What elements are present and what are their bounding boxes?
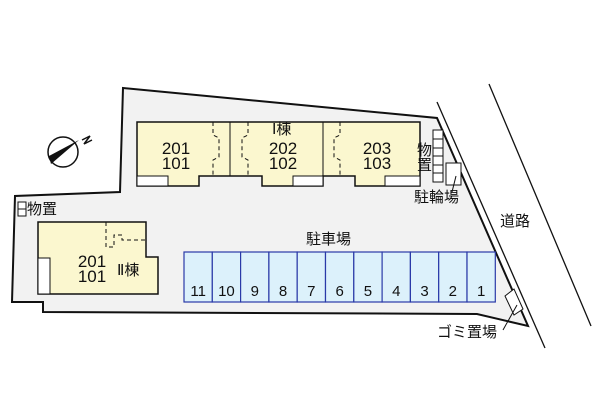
- parking-stall-number: 4: [392, 283, 400, 300]
- garbage-area: [502, 288, 524, 331]
- lot-edge-line: [436, 101, 546, 349]
- parking-stall: [466, 251, 496, 303]
- entrance-box: [384, 175, 421, 187]
- building-2-name: Ⅱ棟: [117, 261, 140, 279]
- storage-right-label: 物置: [415, 142, 433, 172]
- parking-stall-number: 7: [307, 283, 315, 300]
- road-edge-line: [488, 83, 592, 327]
- parking-stall-number: 11: [190, 283, 206, 300]
- parking-stall-number: 9: [251, 283, 259, 300]
- bicycle-parking-label: 駐輪場: [414, 188, 460, 206]
- entrance-box: [136, 175, 169, 187]
- parking-stall-number: 2: [449, 283, 457, 300]
- road-label: 道路: [500, 212, 531, 230]
- parking-stall-number: 8: [279, 283, 287, 300]
- storage-right-shed: [432, 129, 444, 183]
- parking-lot: 11 10 9 8 7 6 5 4 3 2 1: [183, 251, 496, 303]
- entrance-box: [292, 175, 324, 187]
- parking-label: 駐車場: [306, 230, 352, 248]
- parking-stall: [240, 251, 270, 303]
- entrance-box: [37, 257, 51, 295]
- bicycle-parking-area: [445, 162, 462, 186]
- north-marker-icon: [81, 135, 93, 145]
- parking-stall-number: 1: [477, 283, 485, 300]
- parking-stall: [381, 251, 412, 303]
- parking-stall: [211, 251, 242, 303]
- parking-stall-number: 3: [420, 283, 428, 300]
- garbage-label: ゴミ置場: [437, 323, 498, 341]
- parking-stall: [409, 251, 440, 303]
- parking-stall-number: 10: [218, 283, 235, 300]
- parking-stall: [183, 251, 213, 303]
- building-1: [136, 121, 421, 187]
- compass-icon: [47, 135, 93, 168]
- parking-stall-number: 5: [364, 283, 372, 300]
- parking-stall: [438, 251, 468, 303]
- building-1-name: Ⅰ棟: [272, 120, 292, 138]
- parking-stall: [353, 251, 383, 303]
- storage-left-label: 物置: [27, 200, 58, 218]
- building-2: [37, 221, 159, 295]
- parking-stall: [268, 251, 298, 303]
- parking-stall-number: 6: [335, 283, 343, 300]
